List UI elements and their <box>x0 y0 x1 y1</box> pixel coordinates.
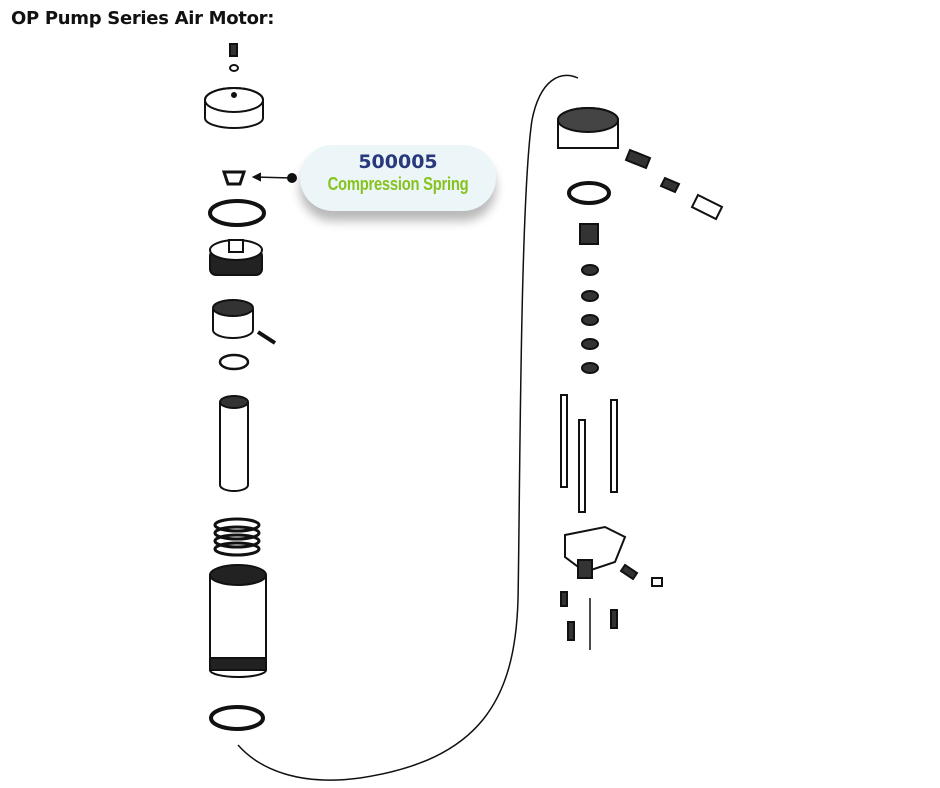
left-parts-column <box>204 43 277 731</box>
nut <box>579 223 599 245</box>
pump-head <box>564 525 627 574</box>
cylinder-sleeve <box>219 402 249 492</box>
page-title: OP Pump Series Air Motor: <box>11 8 275 29</box>
valve-fitting <box>624 148 652 170</box>
cylinder <box>209 575 267 678</box>
oring <box>218 353 250 371</box>
oring <box>567 181 611 205</box>
part-number: 500005 <box>358 151 438 173</box>
bolt <box>610 609 618 629</box>
bolt <box>567 621 575 641</box>
spring-coil <box>213 517 261 557</box>
oring <box>208 199 266 227</box>
air-hose-line <box>237 74 579 781</box>
small-oring <box>229 64 239 72</box>
part-callout: 500005 Compression Spring <box>300 145 496 211</box>
tie-rod <box>610 399 618 493</box>
tie-rod <box>560 394 568 488</box>
valve-body <box>212 309 254 339</box>
tie-rod <box>578 419 586 513</box>
right-parts-column <box>557 107 724 650</box>
part-name: Compression Spring <box>327 174 469 194</box>
pin <box>256 330 277 345</box>
oring <box>209 705 265 731</box>
compression-spring-part <box>221 170 247 186</box>
seals <box>581 264 599 374</box>
bolt <box>560 591 568 607</box>
screw <box>229 43 238 57</box>
